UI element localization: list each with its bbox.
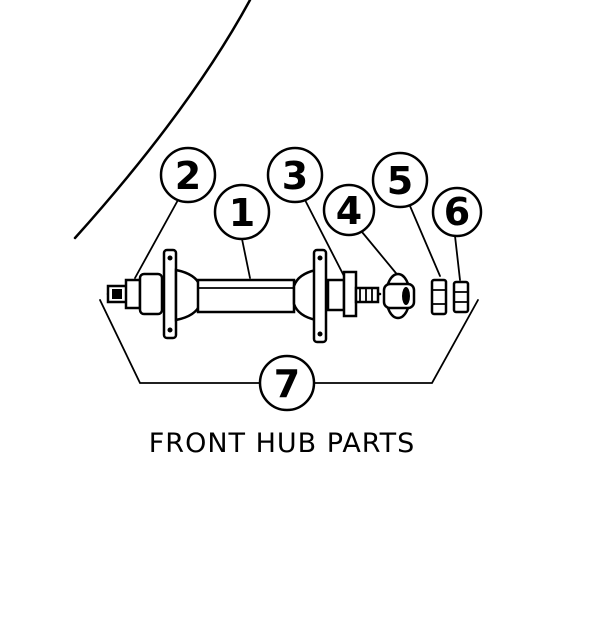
- callout-7: 7: [258, 354, 316, 412]
- callout-3: 3: [266, 146, 324, 204]
- callout-6: 6: [431, 186, 483, 238]
- diagram-title: FRONT HUB PARTS: [149, 428, 415, 459]
- hub-assembly: [106, 248, 470, 344]
- callout-2-label: 2: [175, 154, 201, 198]
- callout-5-label: 5: [387, 159, 413, 203]
- leader-lines: [99, 199, 479, 384]
- callout-6-label: 6: [444, 190, 470, 234]
- callout-2: 2: [159, 146, 217, 204]
- callout-1-label: 1: [229, 191, 255, 235]
- callout-1: 1: [213, 183, 271, 241]
- background-curve: [73, 0, 252, 240]
- callout-3-label: 3: [282, 154, 308, 198]
- callout-5: 5: [371, 151, 429, 209]
- callout-7-label: 7: [274, 362, 300, 406]
- callout-4-label: 4: [336, 189, 362, 233]
- callout-4: 4: [322, 183, 376, 237]
